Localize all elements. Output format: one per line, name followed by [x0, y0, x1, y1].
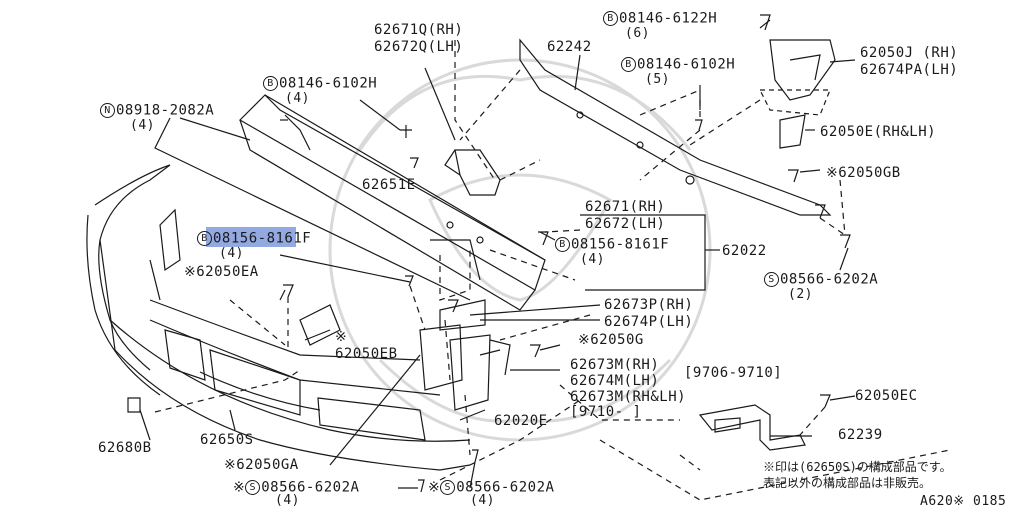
leader-lines: [139, 19, 856, 489]
label-62050eb[interactable]: 62050EB: [335, 346, 398, 362]
label-62671q[interactable]: 62671Q(RH): [374, 22, 464, 38]
label-62651e[interactable]: 62651E: [362, 177, 416, 193]
qty-08146-6102h-a: (4): [285, 91, 310, 106]
label-62673p[interactable]: 62673P(RH): [604, 297, 694, 313]
label-62022[interactable]: 62022: [722, 243, 767, 259]
qty-08156-8161f-a: (4): [219, 246, 244, 261]
screw-s-icon: S: [245, 480, 261, 495]
qty-08146-6122h: (6): [625, 26, 650, 41]
label-62050ga[interactable]: ※62050GA: [224, 457, 299, 473]
note-line-2: 表記以外の構成部品は非販売。: [763, 476, 932, 490]
label-62050ec[interactable]: 62050EC: [855, 388, 918, 404]
label-62680b[interactable]: 62680B: [98, 440, 152, 456]
label-62242[interactable]: 62242: [547, 39, 592, 55]
label-62050g[interactable]: ※62050G: [578, 332, 644, 348]
side-bracket-62050j: [759, 39, 836, 149]
qty-08566-6202a-c: (2): [788, 287, 813, 302]
bolt-b-icon: B: [603, 11, 618, 26]
bolt-b-icon: B: [197, 231, 212, 246]
label-62672[interactable]: 62672(LH): [585, 216, 666, 232]
label-62671[interactable]: 62671(RH): [585, 199, 666, 215]
bolt-b-icon: B: [555, 237, 570, 252]
qty-08566-6202a-b: (4): [470, 493, 495, 508]
label-62672q[interactable]: 62672Q(LH): [374, 39, 464, 55]
retainer-bar-62242: [519, 38, 832, 216]
label-62050j[interactable]: 62050J (RH): [860, 45, 959, 61]
label-62674m[interactable]: 62674M(LH): [570, 373, 660, 389]
bolt-b-icon: B: [621, 57, 636, 72]
label-62650s[interactable]: 62650S: [200, 432, 254, 448]
bracket-62239: [698, 404, 806, 451]
label-62673m[interactable]: 62673M(RH): [570, 357, 660, 373]
label-62020e[interactable]: 62020E: [494, 413, 548, 429]
fasteners: [127, 14, 851, 493]
screw-s-icon: S: [764, 272, 779, 287]
lower-brackets: [419, 299, 511, 411]
label-62673m-both[interactable]: 62673M(RH&LH): [570, 389, 687, 405]
label-62239[interactable]: 62239: [838, 427, 883, 443]
screw-s-icon: S: [440, 480, 456, 495]
reference-code: A620※ 0185: [920, 494, 1007, 509]
bumper-fascia-62650s: [86, 164, 471, 471]
star-62050eb: ※: [335, 329, 348, 345]
label-62674pa[interactable]: 62674PA(LH): [860, 62, 959, 78]
note-line-1: ※印は(62650S)の構成部品です。: [763, 460, 952, 474]
qty-08566-6202a-a: (4): [275, 493, 300, 508]
dashed-guides: [154, 40, 951, 501]
range-62673m-both: [9710- ]: [570, 404, 642, 420]
bracket-62671q: [444, 149, 501, 196]
nut-n-icon: N: [100, 103, 115, 118]
range-62673m: [9706-9710]: [684, 365, 783, 381]
label-62050ea[interactable]: ※62050EA: [184, 264, 259, 280]
selected-part-highlight: [206, 227, 296, 247]
qty-08146-6102h-b: (5): [645, 72, 670, 87]
bumper-reinforcement: [239, 94, 546, 311]
label-62674p[interactable]: 62674P(LH): [604, 314, 694, 330]
qty-08156-8161f-b: (4): [580, 252, 605, 267]
label-62050e[interactable]: 62050E(RH&LH): [820, 124, 937, 140]
qty-08918-2082a: (4): [130, 118, 155, 133]
label-62050gb[interactable]: ※62050GB: [826, 165, 901, 181]
bolt-b-icon: B: [263, 76, 278, 91]
